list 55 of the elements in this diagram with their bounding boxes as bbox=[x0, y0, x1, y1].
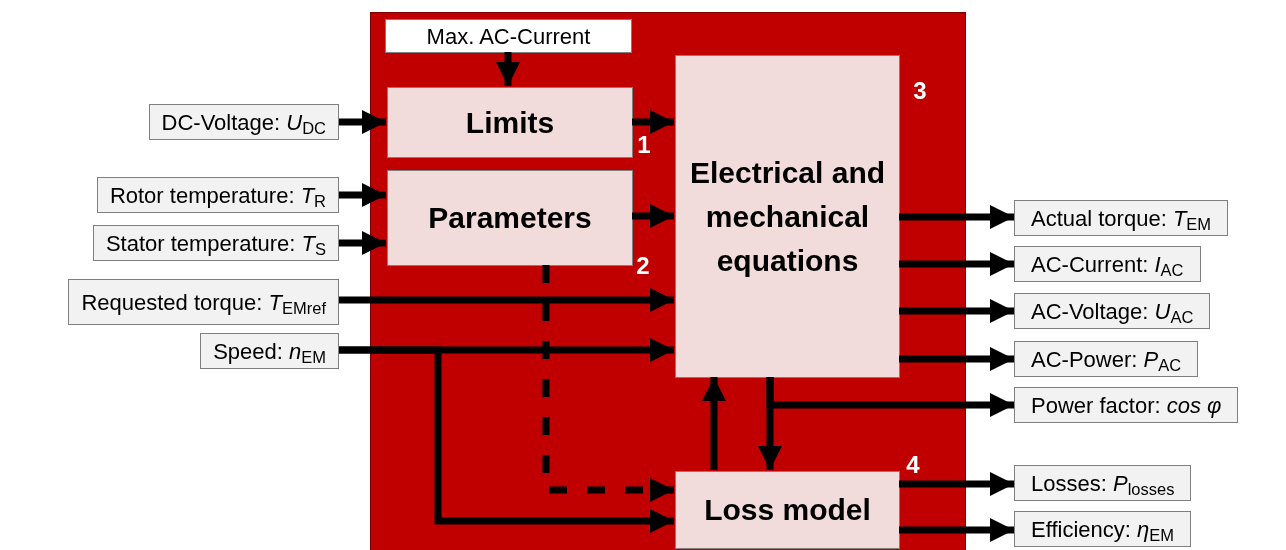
output-box bbox=[1014, 293, 1211, 329]
arrow bbox=[899, 205, 1014, 229]
signal-label: DC-Voltage: U$_{DC}$ bbox=[161, 108, 326, 139]
output-box bbox=[1014, 387, 1239, 423]
signal-label: Losses: P$_{losses}$ bbox=[1031, 469, 1175, 500]
callout-number: 4 bbox=[906, 453, 920, 477]
signal-label: Rotor temperature: T$_{R}$ bbox=[109, 181, 326, 212]
arrow bbox=[702, 377, 726, 470]
arrow bbox=[899, 518, 1014, 542]
input-box bbox=[68, 279, 339, 325]
arrow bbox=[339, 110, 386, 134]
block-title: Electrical and mechanical equations bbox=[688, 154, 887, 279]
signal-label: Speed: n$_{EM}$ bbox=[213, 337, 326, 368]
signal-label: Efficiency: η$_{EM}$ bbox=[1031, 515, 1174, 546]
callout-number: 3 bbox=[913, 79, 927, 103]
process-box bbox=[675, 55, 900, 378]
signal-label: AC-Voltage: U$_{AC}$ bbox=[1031, 297, 1194, 328]
input-box bbox=[385, 19, 632, 53]
input-box bbox=[92, 225, 339, 261]
arrow bbox=[632, 204, 674, 228]
signal-label: Max. AC-Current bbox=[426, 22, 591, 51]
output-box bbox=[1014, 200, 1229, 236]
output-box bbox=[1014, 341, 1199, 377]
block-title: Limits bbox=[464, 104, 556, 141]
arrow bbox=[899, 347, 1014, 371]
signal-label: Stator temperature: T$_{S}$ bbox=[105, 229, 326, 260]
arrow bbox=[339, 288, 674, 312]
arrow bbox=[632, 110, 674, 134]
arrow bbox=[339, 183, 386, 207]
model-panel bbox=[370, 12, 966, 550]
input-box bbox=[148, 104, 339, 140]
output-box bbox=[1014, 511, 1191, 547]
signal-label: AC-Current: I$_{AC}$ bbox=[1031, 250, 1184, 281]
arrow bbox=[899, 299, 1014, 323]
input-box bbox=[200, 333, 339, 369]
arrow bbox=[899, 252, 1014, 276]
process-box bbox=[387, 170, 633, 266]
output-box bbox=[1014, 246, 1201, 282]
output-box bbox=[1014, 465, 1192, 501]
signal-label: AC-Power: P$_{AC}$ bbox=[1031, 345, 1182, 376]
arrow bbox=[339, 231, 386, 255]
arrow bbox=[339, 346, 674, 533]
arrow bbox=[899, 472, 1014, 496]
callout-number: 1 bbox=[637, 133, 651, 157]
block-title: Parameters bbox=[427, 200, 593, 236]
block-title: Loss model bbox=[703, 492, 872, 528]
arrow bbox=[766, 377, 1014, 417]
input-box bbox=[96, 177, 339, 213]
callout-number: 2 bbox=[636, 254, 650, 278]
arrow bbox=[496, 52, 520, 86]
arrow bbox=[542, 265, 674, 502]
process-box bbox=[387, 87, 633, 158]
process-box bbox=[675, 471, 900, 549]
signal-label: Actual torque: T$_{EM}$ bbox=[1031, 204, 1212, 235]
signal-label: Power factor: cos φ bbox=[1031, 391, 1222, 420]
